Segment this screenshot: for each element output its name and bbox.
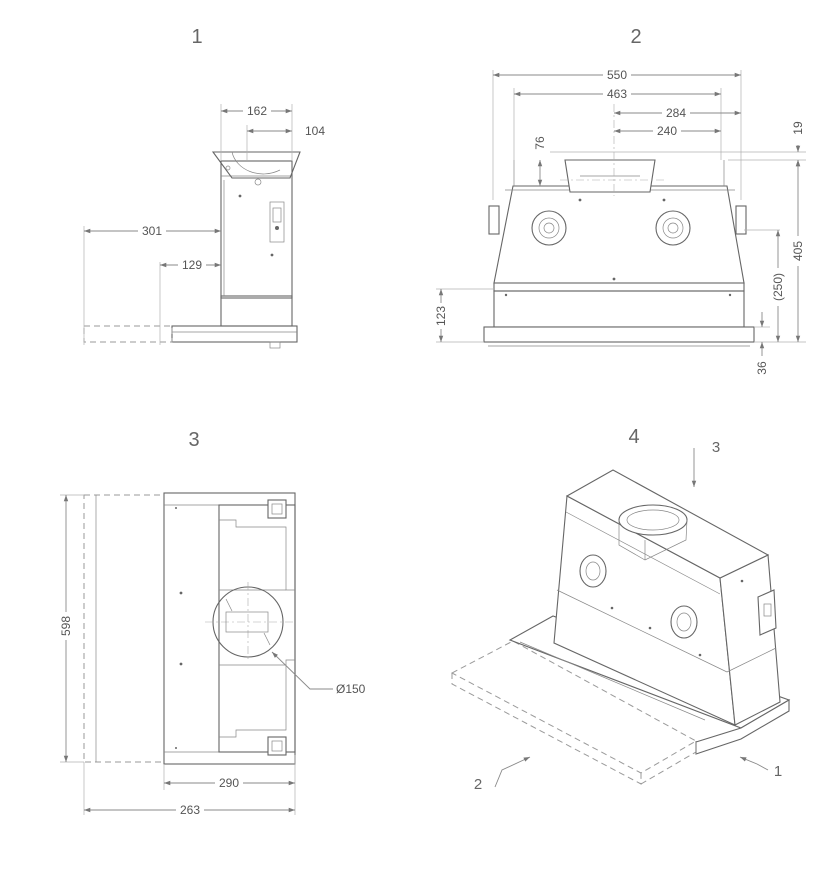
view-label-4: 4 bbox=[628, 426, 639, 448]
dim-36: 36 bbox=[755, 361, 769, 375]
dim-301: 301 bbox=[142, 224, 162, 238]
view-2-front-view: 550 463 284 240 76 19 405 (250) 123 36 bbox=[433, 68, 806, 375]
dim-104: 104 bbox=[305, 124, 325, 138]
dim-diameter-150: Ø150 bbox=[336, 682, 366, 696]
callout-1: 1 bbox=[774, 763, 782, 780]
dim-405: 405 bbox=[791, 241, 805, 261]
dim-290: 290 bbox=[219, 776, 239, 790]
dim-284: 284 bbox=[666, 106, 686, 120]
dim-129: 129 bbox=[182, 258, 202, 272]
dim-19: 19 bbox=[791, 121, 805, 135]
view-label-2: 2 bbox=[630, 26, 641, 48]
view-1-side-view: 162 104 301 129 bbox=[83, 104, 325, 349]
dim-162: 162 bbox=[247, 104, 267, 118]
callout-2: 2 bbox=[474, 776, 482, 793]
dim-240: 240 bbox=[657, 124, 677, 138]
callout-3: 3 bbox=[712, 439, 720, 456]
dim-550: 550 bbox=[607, 68, 627, 82]
dim-263: 263 bbox=[180, 803, 200, 817]
view-label-3: 3 bbox=[188, 429, 199, 451]
dim-250-ref: (250) bbox=[771, 273, 785, 301]
dim-123: 123 bbox=[434, 306, 448, 326]
dim-463: 463 bbox=[607, 87, 627, 101]
view-4-isometric-view: 3 2 1 bbox=[450, 439, 791, 793]
dim-76: 76 bbox=[533, 136, 547, 150]
dim-598: 598 bbox=[59, 616, 73, 636]
view-label-1: 1 bbox=[191, 26, 202, 48]
view-3-top-view: Ø150 598 290 263 bbox=[58, 492, 366, 817]
